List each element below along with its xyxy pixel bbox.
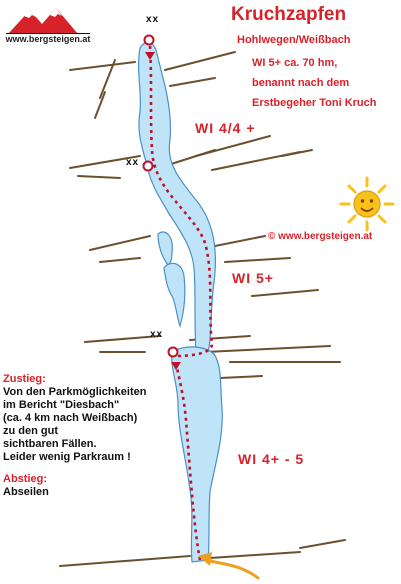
rock-ledges [59,51,346,567]
approach-line: sichtbaren Fällen. [3,438,97,450]
anchor-middle [142,160,154,172]
section-grade-3: WI 4+ - 5 [238,451,305,467]
ice-free-pillar [163,262,186,328]
approach-heading: Zustieg: [3,373,46,385]
logo-url: www.bergsteigen.at [4,34,92,44]
route-title: Kruchzapfen [231,4,347,25]
route-arrows [145,52,181,370]
route-description: Zustieg: Von den Parkmöglichkeiten im Be… [3,373,153,499]
approach-line: Von den Parkmöglichkeiten [3,386,147,398]
approach-arrow [198,552,260,580]
site-logo: www.bergsteigen.at [4,4,92,48]
section-grade-2: WI 5+ [232,270,274,286]
anchor-label-lower: xx [150,329,164,340]
named-after: benannt nach dem [252,77,350,89]
location: Hohlwegen/Weißbach [237,34,351,46]
ice-side-curtain [157,231,173,265]
grade-info: WI 5+ ca. 70 hm, [252,57,338,69]
approach-line: Leider wenig Parkraum ! [3,451,131,463]
section-grade-1: WI 4/4 + [195,120,256,136]
anchor-top [143,34,155,46]
descent-heading: Abstieg: [3,473,47,485]
anchor-lower [167,346,179,358]
approach-line: im Bericht "Diesbach" [3,399,120,411]
arrow-top [145,52,155,60]
route-line [148,45,214,561]
anchor-label-middle: xx [126,157,140,168]
arrow-lower [171,362,181,370]
first-ascender: Erstbegeher Toni Kruch [252,97,377,109]
icefall [138,41,223,563]
mountain-logo-icon [6,8,90,35]
copyright: © www.bergsteigen.at [268,231,373,242]
descent-line: Abseilen [3,486,49,498]
belay-anchors [142,34,179,358]
approach-line: zu den gut [3,425,58,437]
ice-lower-pitch [171,346,223,563]
anchor-label-top: xx [146,14,160,25]
approach-line: (ca. 4 km nach Weißbach) [3,412,138,424]
sun-icon [339,176,395,232]
